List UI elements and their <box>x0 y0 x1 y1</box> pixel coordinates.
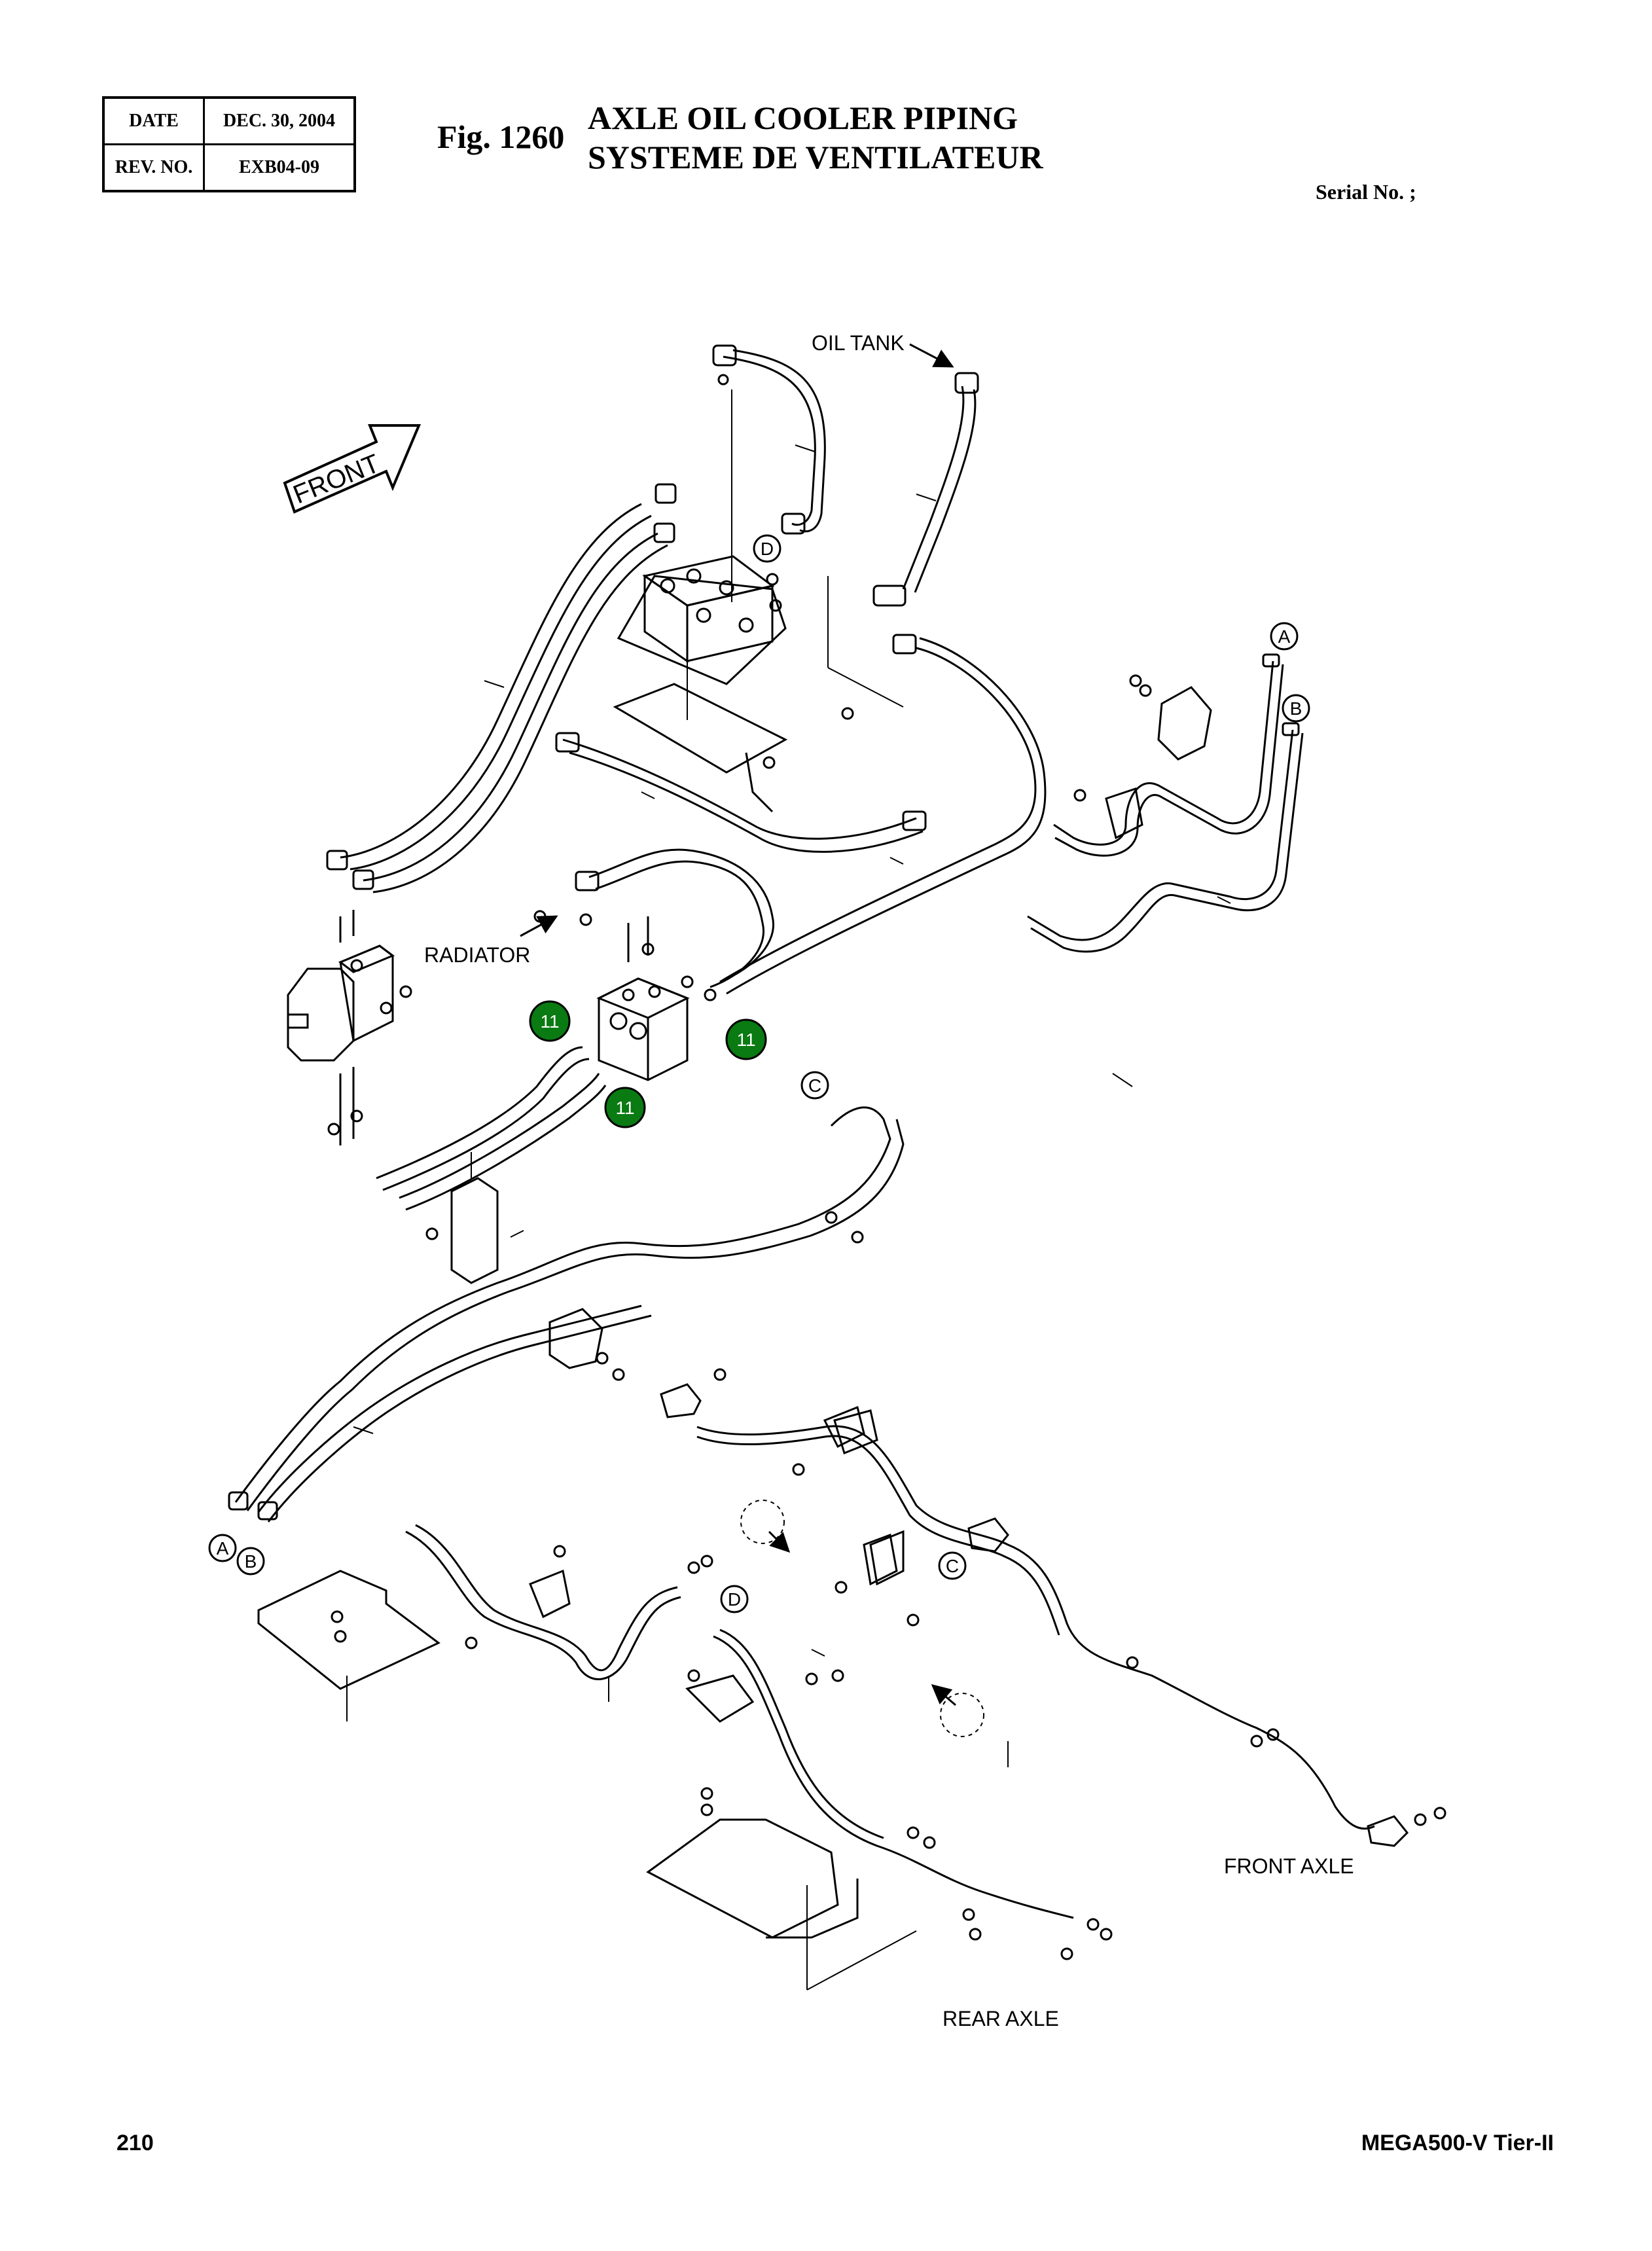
front-axle-label: FRONT AXLE <box>1224 1854 1354 1878</box>
connector-d-top-label: D <box>761 539 774 559</box>
rear-axle-label: REAR AXLE <box>943 2007 1059 2030</box>
connector-a-top-label: A <box>1278 626 1291 647</box>
connector-d-low <box>720 1585 749 1613</box>
front-arrow-icon: FRONT <box>283 424 422 514</box>
connector-d-low-label: D <box>728 1589 741 1610</box>
leader-lines <box>346 389 1231 1990</box>
radiator-label: RADIATOR <box>424 943 530 967</box>
callout-11-b-label: 11 <box>736 1030 755 1050</box>
oil-tank-label: OIL TANK <box>812 331 905 355</box>
mid-brackets <box>450 1177 905 1586</box>
center-valve-block <box>596 916 690 1081</box>
callout-11-a <box>529 1000 571 1042</box>
connector-markers <box>208 534 1310 1613</box>
hardware-fasteners <box>327 374 1446 1960</box>
radiator-hoses <box>555 634 1047 995</box>
callout-11-c-label: 11 <box>615 1098 634 1118</box>
model-name: MEGA500-V Tier-II <box>1361 2131 1554 2155</box>
connector-b-bottom <box>236 1547 265 1576</box>
top-manifold-block <box>613 555 788 813</box>
lower-long-hoses <box>228 1106 905 1522</box>
revision-table: DATE DEC. 30, 2004 REV. NO. EXB04-09 <box>102 96 356 192</box>
right-ab-lines <box>1027 653 1304 953</box>
connector-b-top <box>1282 694 1310 723</box>
date-value: DEC. 30, 2004 <box>203 96 356 145</box>
detail-circles <box>740 1500 984 1737</box>
connector-a-bottom <box>208 1534 237 1562</box>
callout-11-b <box>725 1018 767 1060</box>
connector-c-mid <box>800 1071 829 1100</box>
figure-title: AXLE OIL COOLER PIPING SYSTEME DE VENTIL… <box>588 98 1043 177</box>
pump-lower-hoses <box>376 1046 607 1211</box>
connector-c-low-label: C <box>946 1556 959 1576</box>
title-english: AXLE OIL COOLER PIPING <box>588 99 1018 136</box>
callout-group: 11 11 11 <box>529 1000 767 1128</box>
rev-label: REV. NO. <box>102 143 205 192</box>
page-number: 210 <box>117 2131 154 2155</box>
connector-d-top <box>753 534 781 563</box>
connector-a-top <box>1270 622 1299 651</box>
rear-axle-piping <box>257 1524 1074 1939</box>
left-main-hoses <box>326 483 677 893</box>
front-label: FRONT <box>289 449 384 509</box>
connector-a-bottom-label: A <box>217 1538 229 1558</box>
oil-tank-hoses <box>712 344 979 607</box>
connector-c-low <box>938 1551 967 1580</box>
title-french: SYSTEME DE VENTILATEUR <box>588 139 1043 175</box>
connector-b-top-label: B <box>1290 698 1302 719</box>
callout-11-c <box>604 1087 646 1128</box>
front-axle-piping <box>660 1383 1409 1847</box>
serial-number: Serial No. ; <box>1316 180 1416 204</box>
figure-number: Fig. 1260 <box>437 118 565 155</box>
rev-value: EXB04-09 <box>203 143 356 192</box>
date-label: DATE <box>102 96 205 145</box>
connector-c-mid-label: C <box>808 1075 821 1096</box>
fan-pump <box>287 910 395 1145</box>
callout-11-a-label: 11 <box>540 1011 559 1032</box>
connector-b-bottom-label: B <box>245 1551 257 1572</box>
